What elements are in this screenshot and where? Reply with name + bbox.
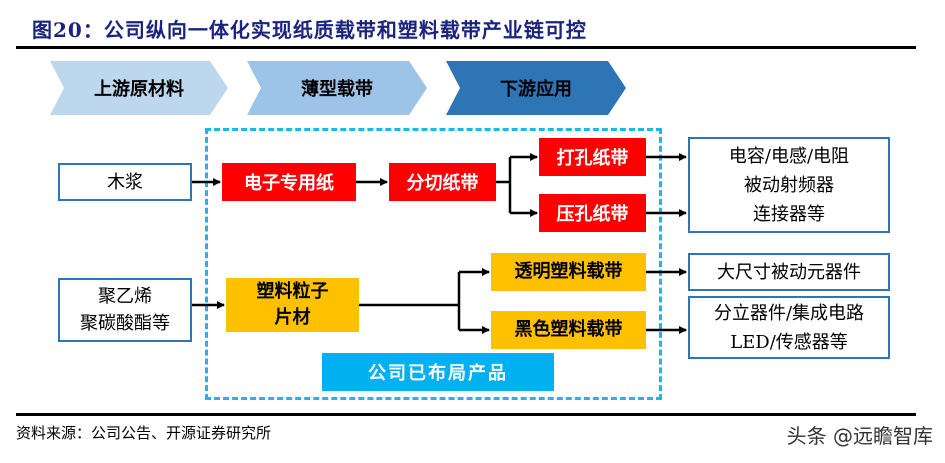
slit-paper-tape-label: 分切纸带 — [406, 173, 479, 194]
discrete-apps-box: 分立器件/集成电路 LED/传感器等 — [688, 296, 890, 359]
black-tape-label: 黑色塑料载带 — [514, 319, 623, 340]
punched-paper-tape-label: 打孔纸带 — [556, 148, 629, 169]
plastics-line-2: 聚碳酸酯等 — [80, 313, 170, 334]
source-note: 资料来源：公司公告、开源证券研究所 — [16, 424, 272, 442]
company-products-badge: 公司已布局产品 — [322, 353, 554, 391]
large-passive-label: 大尺寸被动元器件 — [717, 261, 861, 283]
stage-downstream-label: 下游应用 — [500, 79, 572, 100]
stage-upstream-shape — [50, 61, 228, 115]
stage-downstream: 下游应用 — [446, 61, 626, 115]
paper-apps-line-3: 连接器等 — [753, 203, 825, 225]
figure-title: 图20：公司纵向一体化实现纸质载带和塑料载带产业链可控 — [32, 18, 587, 42]
punched-paper-tape-box: 打孔纸带 — [539, 138, 646, 176]
stage-upstream-label: 上游原材料 — [94, 79, 184, 100]
electronic-paper-label: 电子专用纸 — [244, 173, 334, 194]
stage-carrier-tape: 薄型载带 — [247, 61, 427, 115]
paper-apps-line-1: 电容/电感/电阻 — [728, 145, 850, 167]
discrete-apps-line-1: 分立器件/集成电路 — [713, 302, 865, 324]
stage-carrier-tape-shape — [247, 61, 427, 115]
paper-apps-line-2: 被动射频器 — [744, 174, 834, 196]
electronic-paper-box: 电子专用纸 — [222, 163, 356, 201]
black-tape-box: 黑色塑料载带 — [491, 311, 646, 349]
plastics-box: 聚乙烯 聚碳酸酯等 — [58, 278, 192, 342]
footer-divider — [16, 413, 916, 416]
company-products-label: 公司已布局产品 — [368, 363, 508, 384]
stage-downstream-shape — [446, 61, 626, 115]
transparent-tape-label: 透明塑料载带 — [514, 261, 623, 282]
pressed-paper-tape-box: 压孔纸带 — [539, 194, 646, 232]
company-scope-border — [205, 128, 662, 400]
pellets-label: 塑料粒子 — [256, 281, 329, 302]
plastics-line-1: 聚乙烯 — [98, 286, 152, 307]
watermark: 头条 @远瞻智库 — [786, 424, 933, 448]
discrete-apps-line-2: LED/传感器等 — [730, 331, 848, 353]
stage-carrier-tape-label: 薄型载带 — [301, 79, 373, 100]
stage-upstream: 上游原材料 — [50, 61, 228, 115]
transparent-tape-box: 透明塑料载带 — [491, 253, 646, 291]
title-divider — [16, 46, 916, 49]
pressed-paper-tape-label: 压孔纸带 — [556, 204, 629, 225]
pellets-sheet-box: 塑料粒子 片材 — [226, 278, 359, 332]
sheet-label: 片材 — [274, 307, 311, 328]
paper-apps-box: 电容/电感/电阻 被动射频器 连接器等 — [688, 137, 890, 233]
slit-paper-tape-box: 分切纸带 — [389, 163, 496, 201]
wood-pulp-label: 木浆 — [107, 171, 143, 193]
wood-pulp-box: 木浆 — [58, 163, 192, 201]
large-passive-box: 大尺寸被动元器件 — [688, 253, 890, 291]
